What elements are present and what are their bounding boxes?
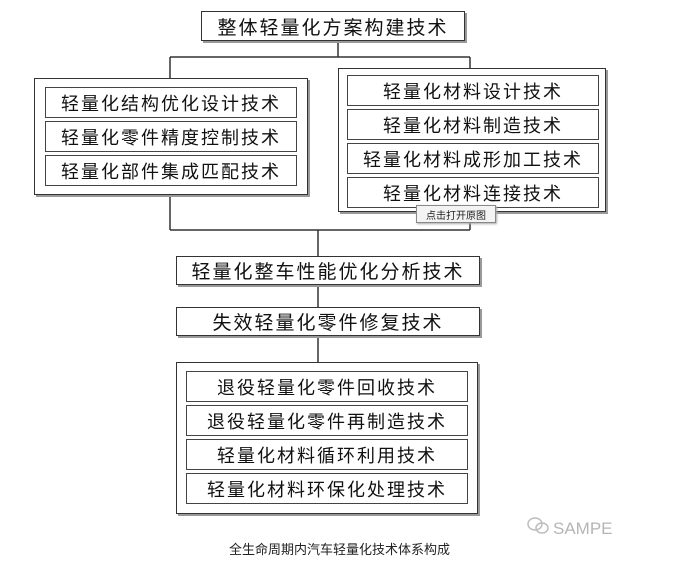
right-item-4: 轻量化材料连接技术 (347, 177, 599, 208)
figure-caption: 全生命周期内汽车轻量化技术体系构成 (228, 543, 450, 558)
left-group: 轻量化结构优化设计技术 轻量化零件精度控制技术 轻量化部件集成匹配技术 (34, 78, 308, 195)
bottom-item-4: 轻量化材料环保化处理技术 (186, 473, 468, 504)
bottom-item-3: 轻量化材料循环利用技术 (186, 439, 468, 470)
left-item-3: 轻量化部件集成匹配技术 (45, 155, 297, 186)
bottom-group: 退役轻量化零件回收技术 退役轻量化零件再制造技术 轻量化材料循环利用技术 轻量化… (176, 362, 478, 514)
top-box: 整体轻量化方案构建技术 (201, 11, 465, 41)
wechat-icon (527, 517, 549, 540)
middle-box-2: 失效轻量化零件修复技术 (176, 307, 480, 336)
sampe-watermark: SAMPE (527, 517, 613, 540)
right-item-1: 轻量化材料设计技术 (347, 75, 599, 106)
right-item-2: 轻量化材料制造技术 (347, 109, 599, 140)
right-group: 轻量化材料设计技术 轻量化材料制造技术 轻量化材料成形加工技术 轻量化材料连接技… (338, 68, 606, 212)
right-item-3: 轻量化材料成形加工技术 (347, 143, 599, 174)
bottom-item-2: 退役轻量化零件再制造技术 (186, 405, 468, 436)
middle-box-1: 轻量化整车性能优化分析技术 (176, 256, 480, 285)
open-original-tooltip[interactable]: 点击打开原图 (416, 205, 496, 223)
bottom-item-1: 退役轻量化零件回收技术 (186, 371, 468, 402)
watermark-text: SAMPE (553, 518, 613, 538)
left-item-1: 轻量化结构优化设计技术 (45, 87, 297, 118)
left-item-2: 轻量化零件精度控制技术 (45, 121, 297, 152)
